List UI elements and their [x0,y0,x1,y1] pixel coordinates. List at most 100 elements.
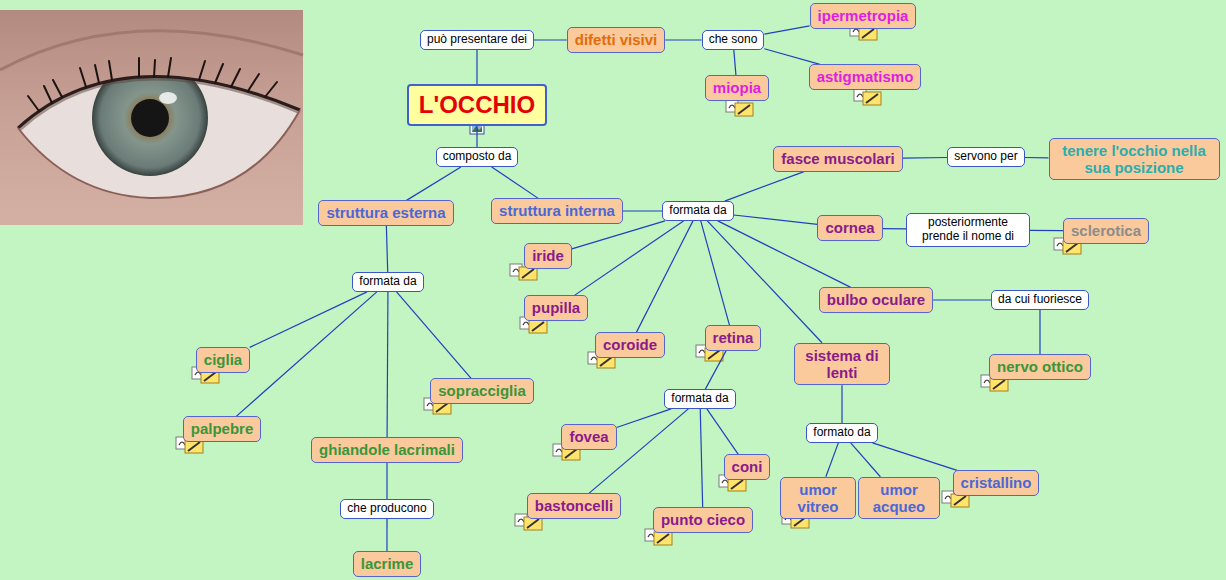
node-text: punto cieco [661,511,745,528]
concept-box: retina [705,325,762,350]
node-text: formato da [813,426,870,440]
connector [826,443,839,477]
concept-box: astigmatismo [809,64,922,89]
central-topic: L'OCCHIO [407,84,547,126]
node-text: struttura esterna [326,204,445,221]
node-text: ghiandole lacrimali [319,441,455,458]
node-text: struttura interna [499,202,615,219]
node-text: bulbo oculare [827,291,925,308]
node-text: sopracciglia [438,382,526,399]
connector [236,292,377,416]
linking-phrase: che producono [340,499,433,519]
connector [933,299,991,300]
connector [851,443,881,477]
node-text: umor vitreo [788,481,848,516]
node-text: nervo ottico [997,358,1083,375]
connector [1030,230,1063,231]
concept-box: bastoncelli [527,493,621,518]
node-text: ipermetropia [818,7,909,24]
node-text: miopia [713,79,761,96]
concept-box: struttura esterna [318,200,453,225]
connector [492,167,539,198]
connector [725,172,804,201]
connector [700,409,702,507]
concept-box: miopia [705,75,769,100]
connector [589,409,688,493]
node-text: sistema di lenti [802,347,882,382]
connector [386,226,387,272]
connector [636,221,693,332]
concept-box: umor acqueo [858,477,940,520]
node-text: cristallino [961,474,1032,491]
concept-box: coni [724,454,771,479]
connector [872,443,957,470]
connector [841,385,842,423]
node-text: umor acqueo [866,481,932,516]
concept-box: punto cieco [653,507,753,532]
node-text: pupilla [532,299,580,316]
node-text: composto da [443,150,512,164]
concept-box: pupilla [524,295,588,320]
node-text: iride [532,247,564,264]
node-text: formata da [669,204,726,218]
concept-box: struttura interna [491,198,623,223]
connector [734,215,818,224]
concept-box: bulbo oculare [819,287,933,312]
note-icon [176,24,1081,545]
node-text: tenere l'occhio nella sua posizione [1057,142,1212,177]
node-text: che producono [347,502,426,516]
connector [764,26,809,34]
connector [397,292,472,378]
connector [476,50,477,84]
concept-box: fasce muscolari [773,146,902,171]
connector [764,49,820,65]
node-text: lacrime [361,555,414,572]
node-text: formata da [359,275,416,289]
node-text: coroide [603,336,657,353]
connector [1025,157,1049,159]
node-text: palpebre [191,420,254,437]
eye-illustration [0,10,303,225]
concept-box: ghiandole lacrimali [311,437,463,462]
connector [534,39,567,40]
linking-phrase: che sono [702,30,765,50]
connector [250,292,367,347]
linking-phrase: formata da [664,389,735,409]
connector [476,126,477,147]
node-text: ciglia [204,351,242,368]
connector [386,292,388,437]
concept-box: ciglia [196,347,250,372]
concept-box: nervo ottico [989,354,1091,379]
node-text: sclerotica [1071,222,1141,239]
concept-box: sclerotica [1063,218,1149,243]
connector [623,210,662,211]
node-text: servono per [954,150,1017,164]
node-text: formata da [671,392,728,406]
node-text: retina [713,329,754,346]
concept-box: umor vitreo [780,477,856,520]
concept-box: fovea [561,424,616,449]
connector [707,409,738,454]
linking-phrase: formato da [806,423,877,443]
concept-box: sistema di lenti [794,343,890,386]
linking-phrase: servono per [947,147,1024,167]
connector [701,221,730,325]
linking-phrase: formata da [352,272,423,292]
node-text: cornea [825,219,874,236]
connector [883,228,906,230]
connector [617,409,671,428]
connector [574,221,683,295]
connector [386,463,387,499]
node-text: difetti visivi [575,31,658,48]
concept-box: iride [524,243,572,268]
connector [386,519,387,551]
connector [734,50,736,75]
concept-box: cristallino [953,470,1040,495]
node-text: fovea [569,428,608,445]
connector [407,167,461,200]
connector [572,221,665,249]
linking-phrase: può presentare dei [420,30,534,50]
node-text: coni [732,458,763,475]
node-text: che sono [709,33,758,47]
concept-box: sopracciglia [430,378,534,403]
